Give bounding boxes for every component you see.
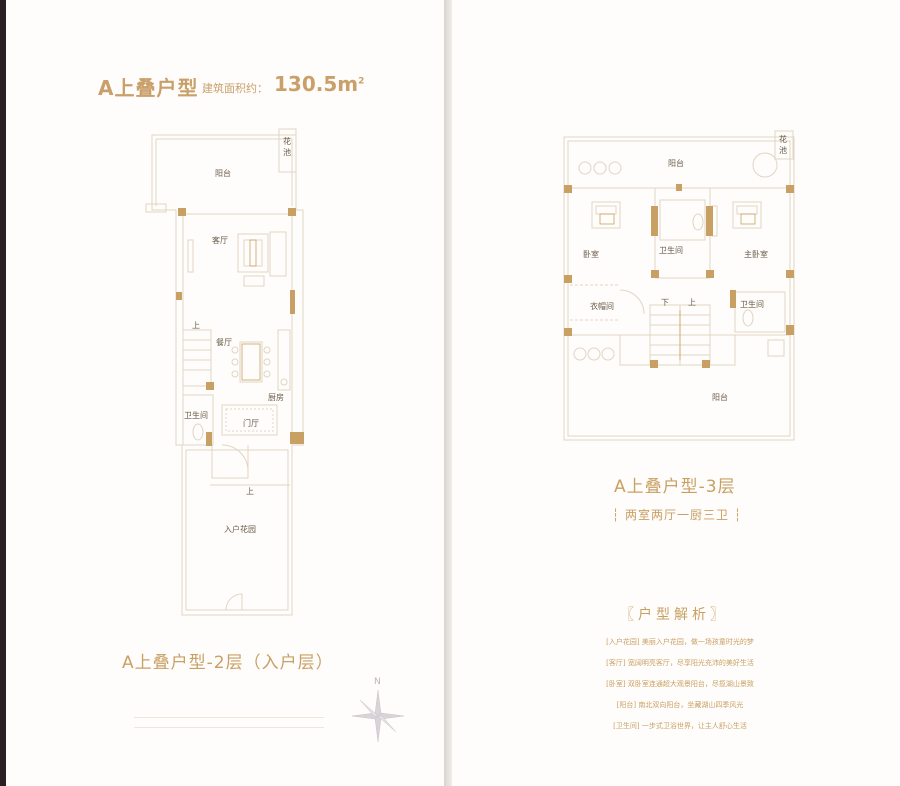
room-balcony-top: 阳台 [668,159,684,168]
left-page [6,0,444,786]
room-bathroom: 卫生间 [184,411,208,420]
analysis-item: [客厅] 宽阔明亮客厅，尽享阳光充沛的美好生活 [606,659,754,667]
analysis-item: [卫生间] 一步式卫浴世界，让主人舒心生活 [613,722,747,730]
room-balcony-bottom: 阳台 [712,393,728,402]
room-bedroom: 卧室 [583,250,599,259]
area-number: 130.5 [274,72,338,96]
garden-up-label: 上 [246,487,254,496]
compass-north-label: N [374,677,381,687]
stairs-up-label-3f: 上 [688,298,696,307]
caption-2f: A上叠户型-2层（入户层） [122,653,334,673]
area-unit: m2 [337,72,365,96]
faint-disclaimer-block [134,712,324,728]
room-living: 客厅 [212,236,228,245]
stairs-up-label: 上 [192,321,200,330]
area-value: 130.5m2 [274,72,364,96]
analysis-item: [入户花园] 美丽入户花园，做一场孩童时光的梦 [606,638,754,646]
flower-bed-r-label-1: 花 [779,135,787,144]
room-closet: 衣帽间 [590,302,614,311]
room-balcony: 阳台 [215,169,231,178]
flower-bed-label-1: 花 [283,137,291,146]
right-page [452,0,900,786]
area-unit-sup: 2 [358,76,365,87]
room-bathroom-mid: 卫生间 [659,246,683,255]
room-bathroom-right: 卫生间 [740,300,764,309]
room-dining: 餐厅 [216,338,232,347]
analysis-list: [入户花园] 美丽入户花园，做一场孩童时光的梦 [客厅] 宽阔明亮客厅，尽享阳光… [580,636,780,741]
flower-bed-r-label-2: 池 [779,146,787,155]
compass-icon [351,689,405,743]
room-master-bedroom: 主卧室 [744,250,768,259]
room-kitchen: 厨房 [268,393,284,402]
analysis-item: [卧室] 双卧室连通超大观景阳台，尽揽湖山景致 [606,680,754,688]
stairs-down-label: 下 [661,298,669,307]
analysis-title: 〖户型解析〗 [620,607,728,623]
area-label: 建筑面积约： [202,82,268,95]
flower-bed-label-2: 池 [283,148,291,157]
layout-subtitle: ┆ 两室两厅一厨三卫 ┆ [612,508,743,522]
page-gutter [444,0,452,786]
analysis-item: [阳台] 南北双向阳台，坐藏湖山四季风光 [616,701,744,709]
room-garden: 入户花园 [224,525,256,534]
unit-title: A上叠户型 [98,76,199,100]
caption-3f: A上叠户型-3层 [614,477,736,497]
room-foyer: 门厅 [243,419,259,428]
